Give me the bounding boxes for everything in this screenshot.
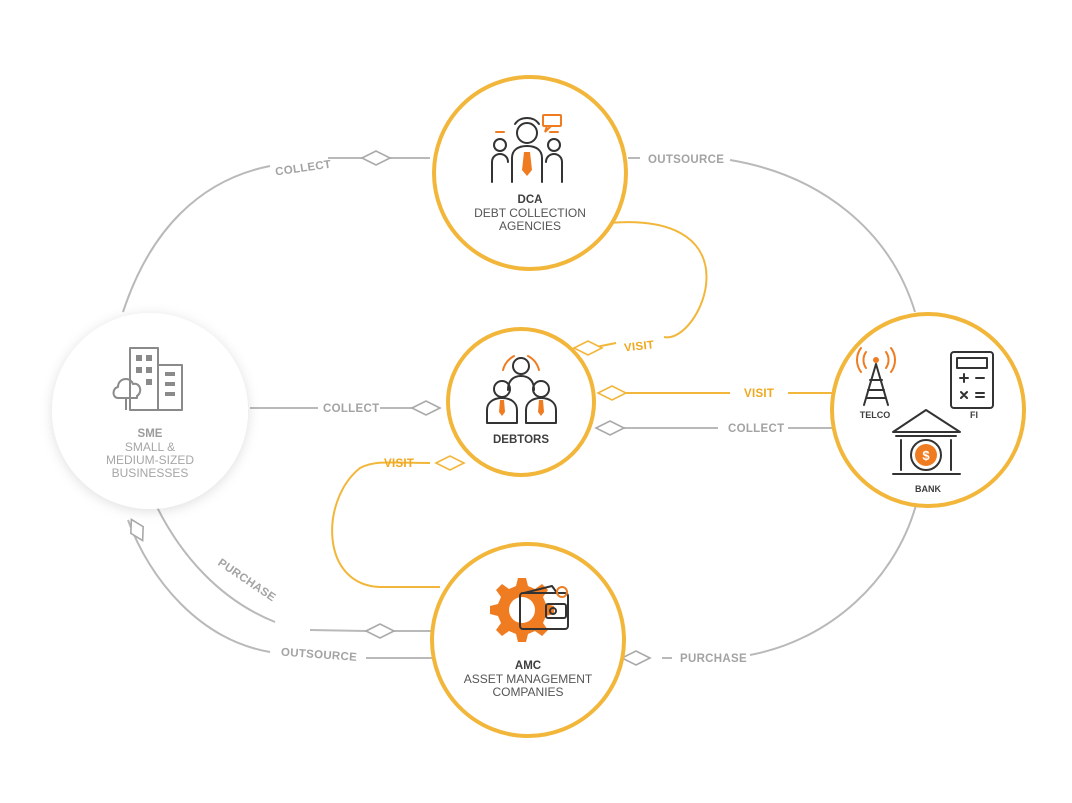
telco-tower-icon (856, 347, 896, 406)
edge-sme-amc-purchase (154, 502, 432, 632)
connector-diamond (620, 650, 652, 666)
call-center-icon (491, 114, 563, 183)
calculator-icon (950, 351, 994, 409)
gear-wallet-icon (490, 578, 569, 642)
node-sme-name-line2: MEDIUM-SIZED (106, 453, 194, 467)
connector-diamond (410, 400, 442, 416)
label-amc-debtors-visit: VISIT (384, 458, 414, 470)
node-amc-name-line2: COMPANIES (492, 685, 563, 699)
node-amc-code: AMC (515, 660, 541, 672)
label-sme-dca-collect: COLLECT (275, 159, 333, 179)
node-sme-name-line3: BUSINESSES (112, 466, 189, 480)
label-creditors-debtors-visit: VISIT (744, 388, 774, 400)
svg-text:$: $ (922, 448, 930, 463)
label-sme-amc-purchase: PURCHASE (215, 557, 277, 604)
node-dca: DCA DEBT COLLECTION AGENCIES (432, 75, 628, 271)
node-debtors-circle (446, 327, 596, 477)
debtors-group-icon (486, 355, 557, 424)
node-dca-name-line1: DEBT COLLECTION (474, 206, 586, 220)
connector-diamond (596, 385, 628, 401)
edge-sme-dca-collect (122, 157, 430, 313)
connector-diamond (594, 420, 626, 436)
node-dca-circle (432, 75, 628, 271)
node-creditors-telco: TELCO (860, 410, 891, 420)
connector-diamond (364, 623, 396, 639)
edge-sme-amc-outsource (127, 519, 436, 659)
edges (122, 157, 917, 659)
node-creditors-circle (830, 312, 1026, 508)
node-sme-code: SME (138, 428, 163, 440)
node-amc-circle (430, 542, 626, 738)
connector-diamond (360, 150, 392, 166)
node-sme: SME SMALL & MEDIUM-SIZED BUSINESSES (52, 313, 248, 509)
node-amc: AMC ASSET MANAGEMENT COMPANIES (430, 542, 626, 738)
label-dca-creditors-outsource: OUTSOURCE (648, 154, 724, 166)
node-debtors-code: DEBTORS (493, 434, 549, 446)
label-sme-debtors-collect: COLLECT (323, 403, 379, 415)
bank-icon: $ (892, 409, 961, 475)
node-sme-name-line1: SMALL & (125, 440, 175, 454)
connector-diamond (130, 518, 144, 542)
edge-amc-debtors-visit (331, 461, 440, 588)
node-debtors: DEBTORS (446, 327, 596, 477)
edge-creditors-amc-purchase (662, 504, 917, 659)
connector-diamond (572, 340, 604, 356)
label-creditors-debtors-collect: COLLECT (728, 423, 784, 435)
label-creditors-amc-purchase: PURCHASE (680, 653, 747, 665)
connectors (130, 150, 652, 666)
edge-dca-debtors-visit (595, 221, 708, 348)
node-creditors: TELCO FI $ BANK (830, 312, 1026, 508)
node-amc-name-line1: ASSET MANAGEMENT (464, 672, 593, 686)
node-creditors-fi: FI (970, 410, 978, 420)
connector-diamond (434, 455, 466, 471)
node-dca-name-line2: AGENCIES (499, 219, 561, 233)
label-sme-amc-outsource: OUTSOURCE (281, 647, 358, 664)
office-building-icon (112, 347, 183, 411)
edge-dca-creditors-outsource (628, 157, 916, 313)
node-dca-code: DCA (518, 194, 543, 206)
label-dca-debtors-visit: VISIT (624, 339, 655, 354)
node-creditors-bank: BANK (915, 484, 941, 494)
